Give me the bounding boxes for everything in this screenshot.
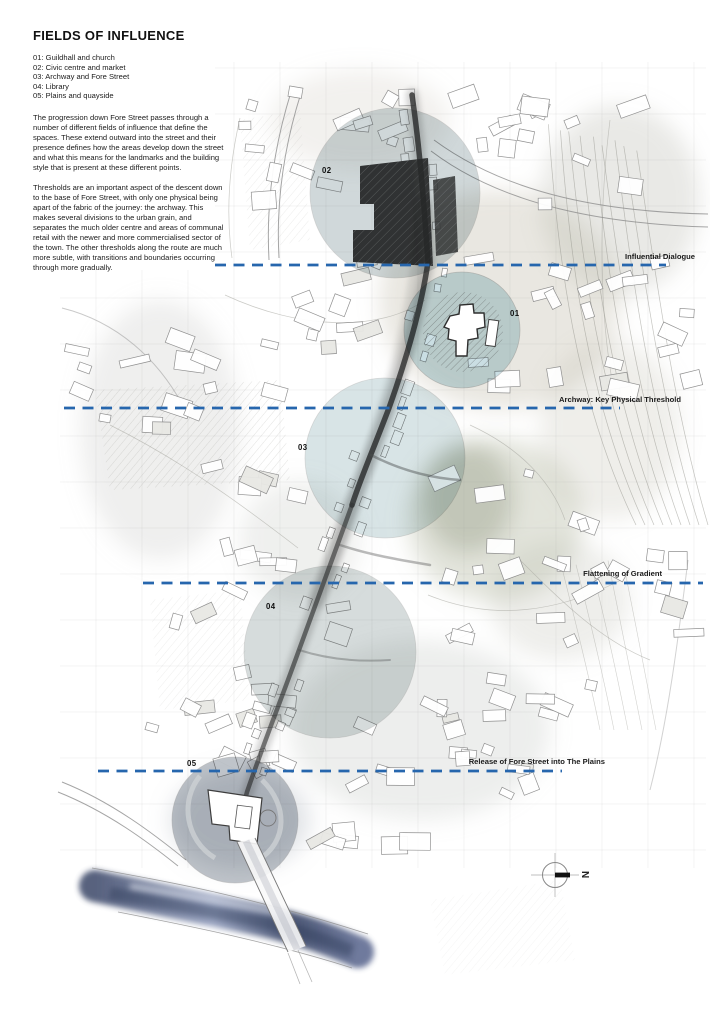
north-needle: [555, 872, 570, 878]
threshold-label-archway: Archway: Key Physical Threshold: [559, 395, 681, 404]
legend-item-02: 02: Civic centre and market: [33, 62, 126, 72]
quay-road-west: [185, 774, 217, 861]
field-circle-02: [309, 107, 481, 279]
legend-item-05: 05: Plains and quayside: [33, 91, 114, 101]
page-title: FIELDS OF INFLUENCE: [33, 28, 185, 43]
field-circle-04: [243, 565, 417, 739]
threshold-label-gradient: Flattening of Gradient: [583, 569, 662, 578]
legend-item-04: 04: Library: [33, 81, 69, 91]
church-building: [443, 303, 486, 357]
threshold-label-release: Release of Fore Street into The Plains: [469, 757, 605, 766]
river: [79, 867, 374, 969]
field-label-03: 03: [298, 443, 308, 452]
north-arrow: N: [531, 853, 590, 897]
quay-road-east: [256, 778, 284, 863]
field-number-labels: 02 01 03 04 05: [187, 166, 520, 768]
legend-item-01: 01: Guildhall and church: [33, 53, 115, 62]
field-legend: 01: Guildhall and church 02: Civic centr…: [33, 53, 227, 101]
threshold-label-influential-dialogue: Influential Dialogue: [625, 252, 695, 261]
thresholds-paragraph: Thresholds are an important aspect of th…: [33, 182, 224, 273]
church-annex: [484, 318, 500, 348]
field-label-02: 02: [322, 166, 332, 175]
threshold-lines: Influential Dialogue Archway: Key Physic…: [64, 252, 703, 773]
bridge: [236, 837, 313, 985]
intro-paragraph: The progression down Fore Street passes …: [33, 112, 224, 173]
landmark-buildings: [185, 292, 503, 863]
field-label-04: 04: [266, 602, 276, 611]
north-letter: N: [579, 871, 590, 878]
quay-building-wing: [234, 804, 253, 830]
field-label-01: 01: [510, 309, 520, 318]
field-label-05: 05: [187, 759, 197, 768]
quay-building: [207, 789, 263, 845]
legend-item-03: 03: Archway and Fore Street: [33, 72, 130, 82]
field-circle-03: [304, 377, 466, 539]
board-header: FIELDS OF INFLUENCE 01: Guildhall and ch…: [33, 28, 227, 273]
